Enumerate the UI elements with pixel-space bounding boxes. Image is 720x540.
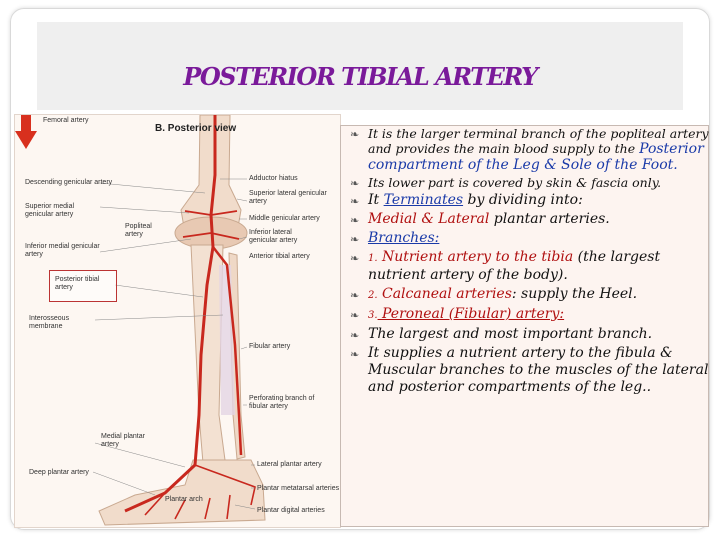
label-superior-lateral-genicular: Superior lateral genicular artery: [249, 190, 327, 205]
ribbon-bullet-icon: ❧: [350, 177, 360, 190]
label-plantar-arch: Plantar arch: [165, 496, 203, 503]
terminates-link: Terminates: [383, 192, 464, 208]
ribbon-bullet-icon: ❧: [350, 289, 360, 302]
ribbon-bullet-icon: ❧: [350, 348, 360, 361]
posterior-tibial-highlight-box: [49, 270, 117, 302]
bullet-item-4: ❧ Medial & Lateral plantar arteries.: [350, 211, 610, 227]
anatomy-figure: Femoral artery B. Posterior view Descend…: [14, 114, 341, 528]
label-plantar-metatarsal: Plantar metatarsal arteries: [257, 485, 340, 492]
leg-illustration: [92, 115, 266, 526]
ribbon-bullet-icon: ❧: [350, 195, 360, 208]
bullet-item-9: ❧ The largest and most important branch.: [350, 326, 653, 342]
label-lateral-plantar-artery: Lateral plantar artery: [257, 461, 322, 468]
bullet-list: ❧ It is the larger terminal branch of th…: [350, 126, 710, 398]
label-descending-genicular: Descending genicular artery: [25, 179, 113, 186]
genicular-arteries-path: [182, 210, 240, 240]
label-deep-plantar-artery: Deep plantar artery: [29, 469, 89, 476]
ribbon-bullet-icon: ❧: [350, 214, 360, 227]
slide-frame: [10, 8, 710, 530]
label-interosseous-membrane: Interosseous membrane: [29, 315, 70, 330]
ribbon-bullet-icon: ❧: [350, 128, 360, 141]
ribbon-bullet-icon: ❧: [350, 329, 360, 342]
bullet-item-7: ❧ 2. Calcaneal arteries: supply the Heel…: [350, 286, 638, 302]
title-band: POSTERIOR TIBIAL ARTERY: [37, 22, 683, 110]
foot-bones: [98, 459, 266, 526]
bullet-item-3: ❧ It Terminates by dividing into:: [350, 192, 583, 208]
slide-title: POSTERIOR TIBIAL ARTERY: [183, 62, 538, 91]
figure-view-title: B. Posterior view: [155, 123, 237, 134]
bullet-item-8: ❧ 3. Peroneal (Fibular) artery:: [350, 306, 565, 322]
label-popliteal-artery: Popliteal artery: [125, 223, 152, 238]
label-inferior-medial-genicular: Inferior medial genicular artery: [25, 243, 100, 258]
label-femoral-artery: Femoral artery: [43, 117, 89, 124]
label-anterior-tibial-artery: Anterior tibial artery: [249, 253, 310, 260]
label-inferior-lateral-genicular: Inferior lateral genicular artery: [249, 229, 298, 244]
label-medial-plantar-artery: Medial plantar artery: [101, 433, 145, 448]
label-adductor-hiatus: Adductor hiatus: [249, 175, 298, 182]
down-arrow-icon: [15, 115, 37, 149]
label-plantar-digital: Plantar digital arteries: [257, 507, 325, 514]
posterior-tibial-artery-path: [124, 115, 217, 513]
label-middle-genicular: Middle genicular artery: [249, 215, 320, 222]
bullet-item-10: ❧ It supplies a nutrient artery to the f…: [350, 345, 709, 395]
plantar-arteries-path: [144, 464, 256, 520]
label-posterior-tibial-artery: Posterior tibial artery: [55, 276, 100, 291]
ribbon-bullet-icon: ❧: [350, 252, 360, 265]
label-fibular-artery: Fibular artery: [249, 343, 291, 350]
bullet-item-6: ❧ 1. Nutrient artery to the tibia (the l…: [350, 249, 661, 283]
ribbon-bullet-icon: ❧: [350, 309, 360, 322]
fibular-artery-path: [212, 246, 243, 456]
bullet-item-5: ❧ Branches:: [350, 230, 440, 246]
label-superior-medial-genicular: Superior medial genicular artery: [25, 203, 75, 218]
bullet-item-1: ❧ It is the larger terminal branch of th…: [350, 126, 709, 173]
bullet-item-2: ❧ Its lower part is covered by skin & fa…: [350, 175, 662, 190]
leader-lines: [92, 178, 256, 510]
label-perforating-branch: Perforating branch of fibular artery: [249, 395, 315, 410]
text-panel: [340, 125, 709, 527]
ribbon-bullet-icon: ❧: [350, 233, 360, 246]
